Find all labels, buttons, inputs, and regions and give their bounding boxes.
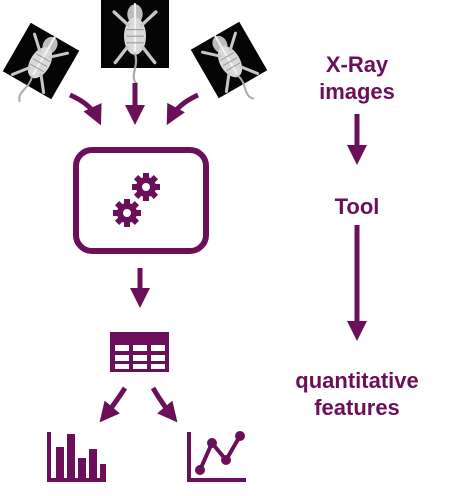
xray-images-label-line2: images — [319, 79, 395, 104]
gears-icon — [113, 173, 160, 227]
bar-chart-icon — [47, 432, 106, 482]
xray-image-3 — [190, 21, 270, 111]
table-icon — [110, 332, 169, 372]
quantitative-features-label-line2: features — [314, 395, 400, 420]
arrow-image1-to-tool — [68, 92, 102, 126]
tool-box — [73, 147, 209, 254]
xray-images-label: X-Ray images — [297, 51, 417, 105]
xray-image-1 — [0, 22, 80, 112]
tool-label: Tool — [334, 194, 380, 219]
arrow-table-to-bar-chart — [99, 386, 128, 423]
line-chart-icon — [187, 431, 246, 482]
xray-images-label-line1: X-Ray — [325, 52, 389, 77]
quantitative-features-label: quantitative features — [272, 367, 442, 421]
quantitative-features-label-line1: quantitative — [295, 368, 419, 393]
arrow-image3-to-tool — [166, 92, 200, 126]
xray-image-2 — [101, 0, 169, 87]
arrow-table-to-line-chart — [150, 386, 178, 423]
